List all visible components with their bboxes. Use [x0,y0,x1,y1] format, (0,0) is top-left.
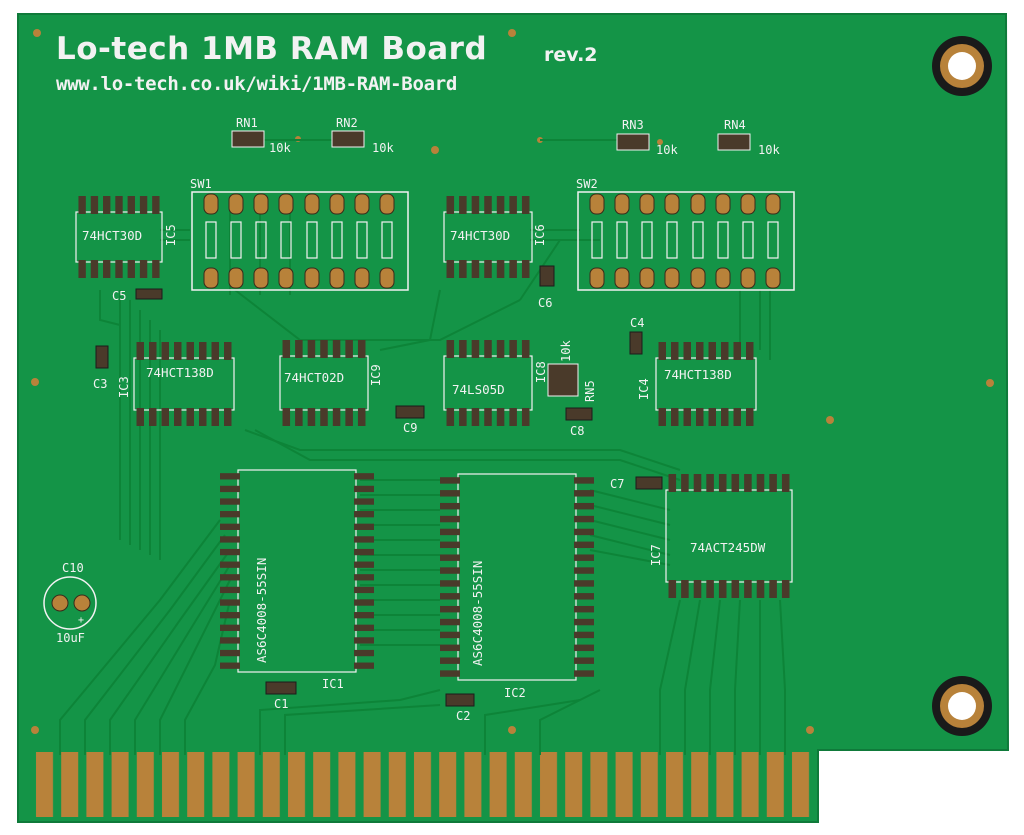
board-title: Lo-tech 1MB RAM Board [56,31,488,67]
ic4-ref: IC4 [637,378,651,400]
ic8-part: 74LS05D [452,382,505,397]
ic6-part: 74HCT30D [450,228,511,243]
ic5-package [75,196,163,278]
ic3-package [133,342,235,426]
c10-polarity: + [78,615,85,626]
ic5-ref: IC5 [164,224,178,246]
ic5-part: 74HCT30D [82,228,143,243]
capacitors [95,265,663,707]
pcb-traces [59,139,786,755]
edge-connector [34,748,810,820]
rn2-value: 10k [372,141,394,155]
c10-electrolytic-capacitor [43,576,97,630]
board-url[interactable]: www.lo-tech.co.uk/wiki/1MB-RAM-Board [56,73,458,95]
c7-ref: C7 [610,477,625,491]
mounting-hole-bottom [932,676,992,736]
rn1-ref: RN1 [236,116,258,130]
rn1-value: 10k [269,141,291,155]
ic8-package [443,340,533,426]
c9-ref: C9 [403,421,418,435]
ic7-ref: IC7 [649,544,663,566]
c4-ref: C4 [630,316,645,330]
sw2-ref: SW2 [576,177,598,191]
c2-ref: C2 [456,709,471,723]
rn4-ref: RN4 [724,118,746,132]
rn3-value: 10k [656,143,678,157]
c10-ref: C10 [62,561,84,575]
ic1-package [220,469,374,673]
rn3-ref: RN3 [622,118,644,132]
ic9-ref: IC9 [369,364,383,386]
ic9-package [279,340,369,426]
sw1-ref: SW1 [190,177,212,191]
rn5-ref: RN5 [583,380,597,402]
rn2-ref: RN2 [336,116,358,130]
ic6-package [443,196,533,278]
ic2-package [440,473,594,681]
c10-value: 10uF [56,631,85,645]
mounting-hole-top [932,36,992,96]
ic-layer [75,196,793,681]
ic4-package [655,342,757,426]
ic4-part: 74HCT138D [664,367,732,382]
ic3-part: 74HCT138D [146,365,214,380]
c6-ref: C6 [538,296,553,310]
ic1-ref: IC1 [322,677,344,691]
ic8-ref: IC8 [534,361,548,383]
rn4-value: 10k [758,143,780,157]
c5-ref: C5 [112,289,127,303]
sw2-dip-switch[interactable] [577,191,795,291]
ic1-part: AS6C4008-55SIN [254,557,269,663]
c3-ref: C3 [93,377,108,391]
ic3-ref: IC3 [117,376,131,398]
ic7-package [665,474,793,598]
resistor-networks [231,130,751,397]
ic6-ref: IC6 [533,224,547,246]
ic2-ref: IC2 [504,686,526,700]
board-revision: rev.2 [544,44,598,66]
ic2-part: AS6C4008-55SIN [470,560,485,666]
sw1-dip-switch[interactable] [191,191,409,291]
rn5-value: 10k [559,340,573,362]
c1-ref: C1 [274,697,289,711]
ic9-part: 74HCT02D [284,370,345,385]
c8-ref: C8 [570,424,585,438]
ic7-part: 74ACT245DW [690,540,766,555]
